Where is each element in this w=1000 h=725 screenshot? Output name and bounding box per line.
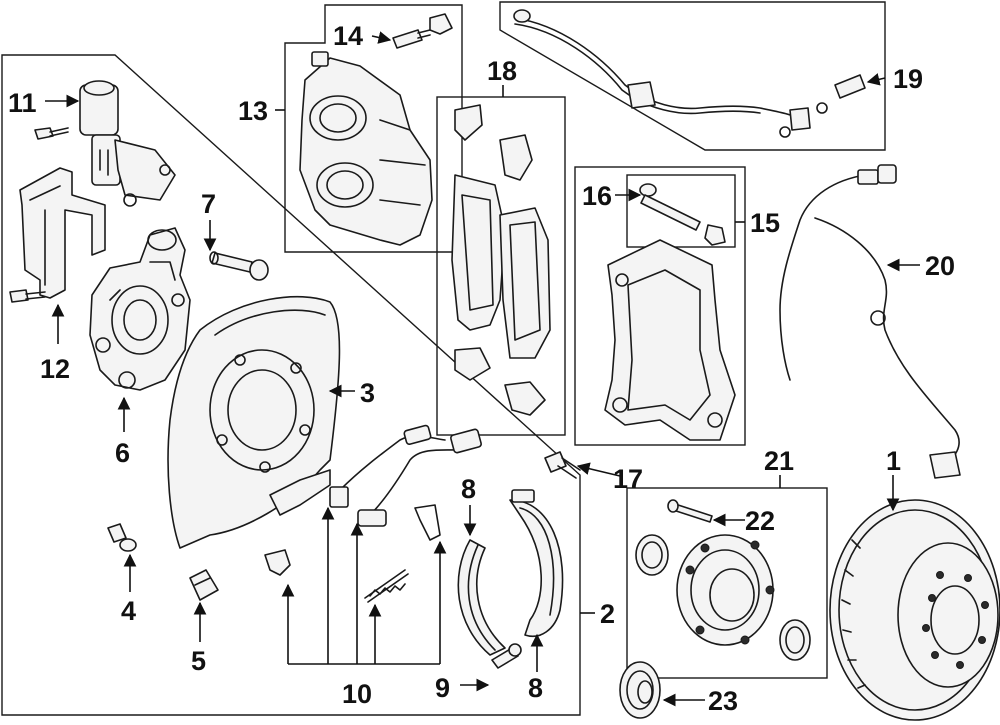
callout-8-bottom: 8 — [528, 673, 543, 703]
callout-9: 9 — [435, 673, 450, 703]
leader-lines — [45, 31, 920, 707]
part-16-pin-bolt — [639, 183, 726, 246]
callout-20: 20 — [925, 251, 955, 281]
part-21-seal-right — [779, 619, 811, 661]
part-10-wear-sensor — [264, 424, 482, 603]
part-22-stud — [667, 499, 713, 523]
part-13-caliper-housing — [299, 51, 433, 246]
part-9-adjuster — [491, 643, 522, 669]
callout-1: 1 — [886, 446, 901, 476]
callout-2: 2 — [600, 599, 615, 629]
callout-15: 15 — [750, 208, 780, 238]
callout-16: 16 — [582, 181, 612, 211]
part-3-backing-plate — [167, 295, 341, 549]
group-13-boundary — [284, 4, 463, 253]
callout-11: 11 — [8, 88, 37, 118]
part-17-bolt — [544, 451, 581, 479]
part-11-actuator — [79, 80, 176, 207]
group-16-boundary — [626, 174, 736, 248]
callout-4: 4 — [121, 596, 136, 626]
group-21-boundary — [626, 487, 828, 679]
part-19-brake-hose — [513, 9, 866, 138]
part-8-shoe-left — [457, 539, 506, 656]
part-21-seal-left — [635, 534, 669, 576]
callout-10: 10 — [342, 679, 372, 709]
callout-8-top: 8 — [461, 474, 476, 504]
group-19-boundary — [499, 1, 886, 151]
callout-7: 7 — [201, 189, 216, 219]
part-18-pads — [451, 104, 551, 416]
callout-12: 12 — [40, 354, 70, 384]
callout-21: 21 — [764, 446, 794, 476]
part-21-hub — [676, 534, 775, 646]
part-15-caliper-bracket — [604, 239, 736, 441]
callout-14: 14 — [333, 21, 363, 51]
part-7-guide-pin — [209, 251, 269, 281]
callout-3: 3 — [360, 378, 375, 408]
callout-13: 13 — [238, 96, 268, 126]
group-18-boundary — [436, 96, 566, 436]
callout-17: 17 — [613, 464, 643, 494]
part-23-seal — [619, 661, 661, 719]
group-15-boundary — [574, 166, 746, 446]
part-4-bolt — [107, 523, 137, 552]
part-12-bracket — [9, 167, 106, 303]
callout-5: 5 — [191, 646, 206, 676]
part-14-bleeder — [392, 13, 453, 49]
part-11-bolt — [34, 127, 69, 140]
callout-18: 18 — [487, 56, 517, 86]
group-2-boundary — [1, 54, 581, 716]
callout-labels: 11 12 6 7 3 4 5 8 8 9 10 2 13 14 18 16 1… — [8, 21, 955, 716]
part-1-rotor — [829, 499, 1000, 721]
callout-19: 19 — [893, 64, 923, 94]
part-8-shoe-right — [509, 489, 564, 637]
callout-22: 22 — [745, 506, 775, 536]
part-6-caliper — [89, 227, 191, 391]
part-20-abs-sensor-wire — [779, 164, 961, 479]
callout-23: 23 — [708, 686, 738, 716]
part-5-clip — [189, 569, 219, 601]
callout-6: 6 — [115, 438, 130, 468]
